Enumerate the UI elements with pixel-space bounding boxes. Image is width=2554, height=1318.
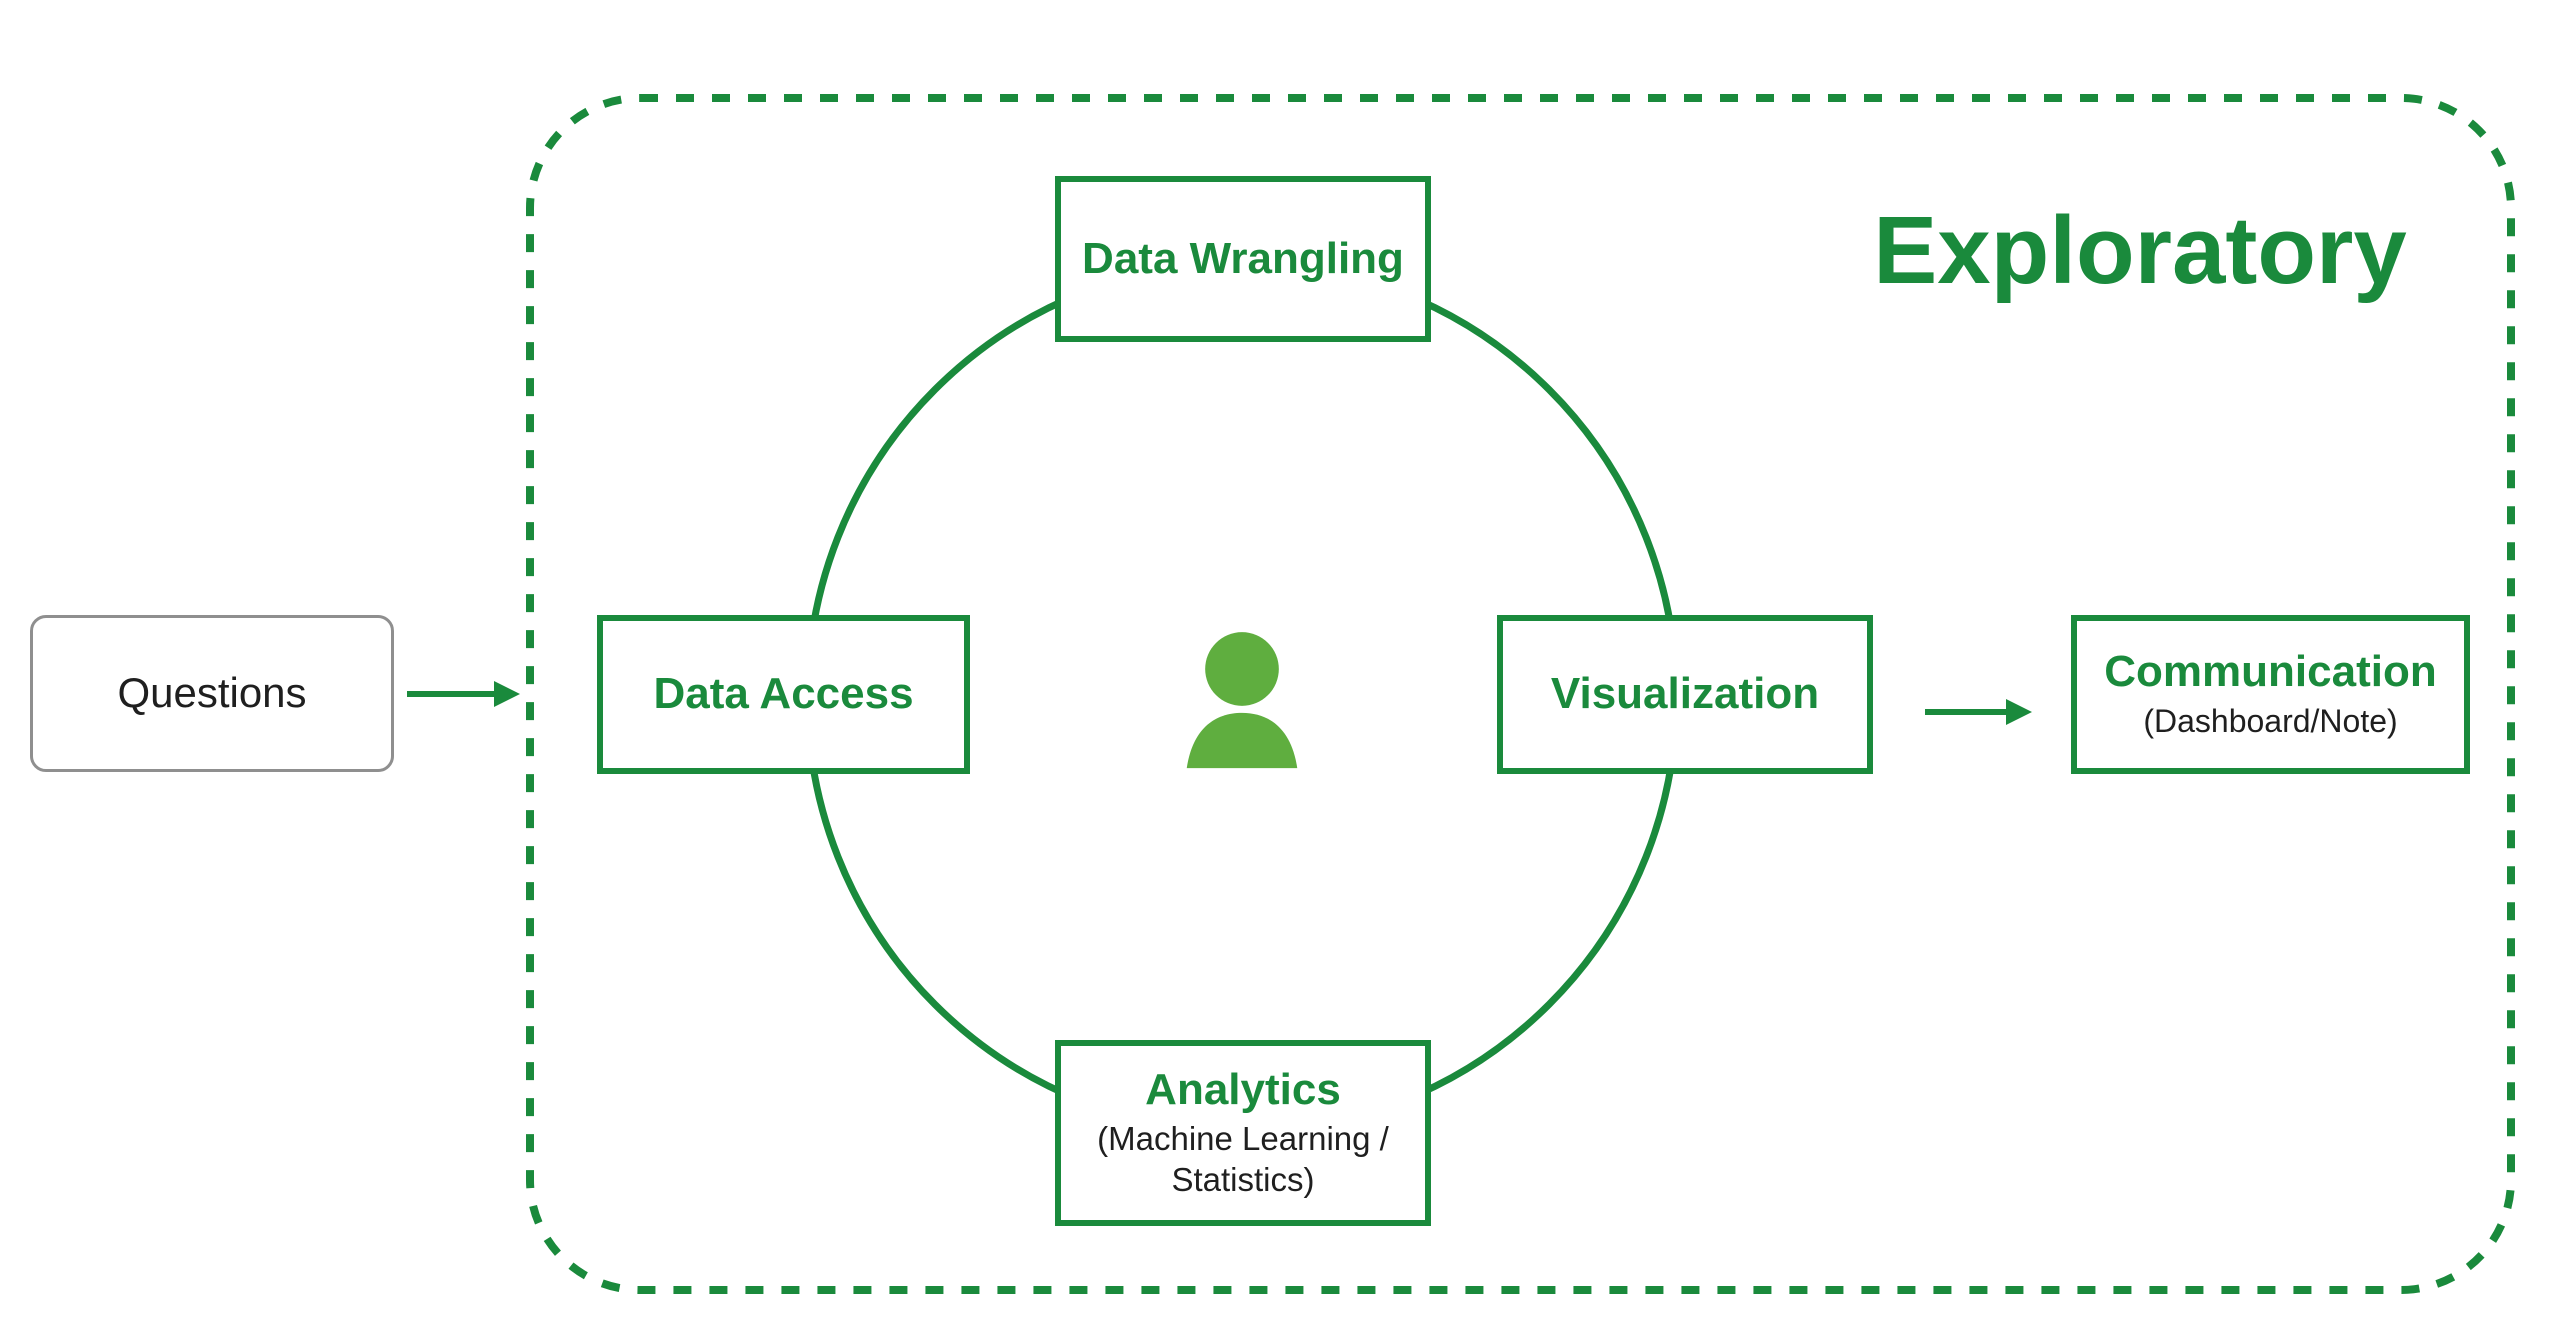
node-analytics-subtitle: (Machine Learning / Statistics) xyxy=(1097,1119,1389,1199)
node-data-wrangling-label: Data Wrangling xyxy=(1082,233,1404,283)
node-questions-label: Questions xyxy=(117,669,307,717)
node-visualization-label: Visualization xyxy=(1550,669,1820,719)
arrow-questions-to-data-access xyxy=(407,681,520,707)
arrow-visualization-to-communication xyxy=(1925,699,2032,725)
node-data-access: Data Access xyxy=(597,615,970,774)
node-questions: Questions xyxy=(30,615,394,772)
node-data-access-label: Data Access xyxy=(653,669,914,719)
person-icon xyxy=(1186,632,1298,769)
node-visualization: Visualization xyxy=(1497,615,1873,774)
node-data-wrangling: Data Wrangling xyxy=(1055,176,1431,342)
node-communication: Communication (Dashboard/Note) xyxy=(2071,615,2470,774)
node-analytics: Analytics (Machine Learning / Statistics… xyxy=(1055,1040,1431,1226)
node-communication-label: Communication xyxy=(2104,647,2437,697)
node-communication-subtitle: (Dashboard/Note) xyxy=(2143,702,2398,739)
diagram-title: Exploratory xyxy=(1873,197,2407,304)
node-analytics-label: Analytics xyxy=(1145,1064,1341,1114)
